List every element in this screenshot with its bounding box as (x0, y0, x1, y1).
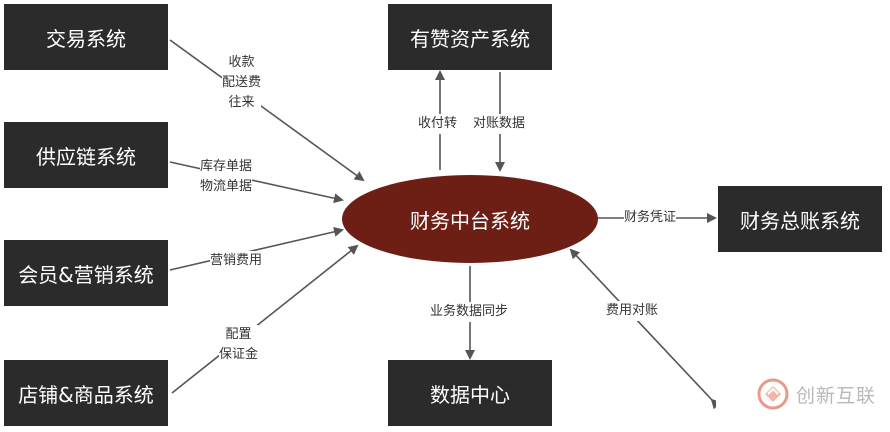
arrow-supply-to-hub (169, 161, 344, 204)
general-ledger-system-box: 财务总账系统 (718, 186, 882, 252)
arrow-expense-bidirectional (569, 248, 722, 410)
watermark: 创新互联 (716, 356, 890, 432)
youzan-asset-system-box: 有赞资产系统 (388, 4, 552, 70)
hub-ellipse (342, 175, 598, 263)
flow-label-asset-up: 收付转 (418, 114, 458, 134)
member-marketing-system-box: 会员&营销系统 (4, 240, 168, 306)
flow-label-line: 物流单据 (200, 179, 253, 194)
flow-label-line: 费用对账 (606, 303, 659, 318)
flow-label-trade: 收款 配送费 往来 (222, 53, 262, 113)
flow-label-line: 对账数据 (473, 116, 526, 131)
flow-label-line: 收付转 (418, 116, 458, 131)
arrow-trade-to-hub (169, 39, 365, 182)
data-center-box: 数据中心 (388, 360, 552, 426)
flow-label-line: 收款 (228, 55, 255, 70)
trade-system-box: 交易系统 (4, 4, 168, 70)
flow-label-line: 往来 (228, 95, 255, 110)
flow-label-line: 营销费用 (210, 253, 263, 268)
supply-chain-system-box: 供应链系统 (4, 122, 168, 188)
flow-label-supply-chain: 库存单据 物流单据 (200, 157, 253, 197)
flow-label-line: 业务数据同步 (430, 304, 509, 319)
flow-label-asset-down: 对账数据 (473, 114, 526, 134)
finance-platform-hub-label: 财务中台系统 (410, 208, 530, 233)
flow-label-expense: 费用对账 (606, 301, 659, 321)
flow-label-data-sync: 业务数据同步 (430, 302, 509, 322)
flow-label-line: 保证金 (219, 347, 259, 362)
watermark-text: 创新互联 (796, 384, 877, 407)
arrow-member-to-hub (169, 226, 344, 271)
flow-label-line: 配送费 (222, 75, 262, 90)
arrow-store-to-hub (171, 244, 359, 394)
flow-label-store-goods: 配置 保证金 (219, 325, 259, 365)
flow-label-line: 配置 (225, 327, 252, 342)
chuangxin-logo-icon (757, 378, 789, 410)
flow-label-line: 库存单据 (200, 159, 253, 174)
flow-label-member-marketing: 营销费用 (210, 251, 263, 271)
store-goods-system-box: 店铺&商品系统 (4, 360, 168, 426)
flow-label-ledger: 财务凭证 (624, 208, 677, 228)
flow-label-line: 财务凭证 (624, 210, 677, 225)
